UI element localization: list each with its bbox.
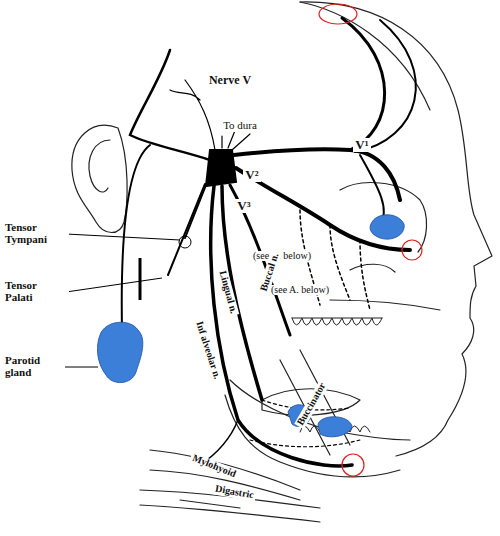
part-label: V³ (235, 199, 252, 213)
part-label: Parotid gland (3, 355, 65, 378)
part-label: V² (243, 168, 260, 182)
part-label: Mylohyoid (189, 452, 239, 481)
part-label: V¹ (353, 138, 370, 152)
part-label: Tensor Palati (3, 280, 69, 303)
part-label: To dura (221, 120, 259, 132)
diagram-title: Nerve V (207, 74, 253, 87)
part-label: Tensor Tympani (3, 222, 69, 245)
part-label: Lingual n. (217, 267, 240, 316)
part-label: (see B. below) (251, 251, 313, 262)
part-label: (see A. below) (269, 285, 331, 296)
